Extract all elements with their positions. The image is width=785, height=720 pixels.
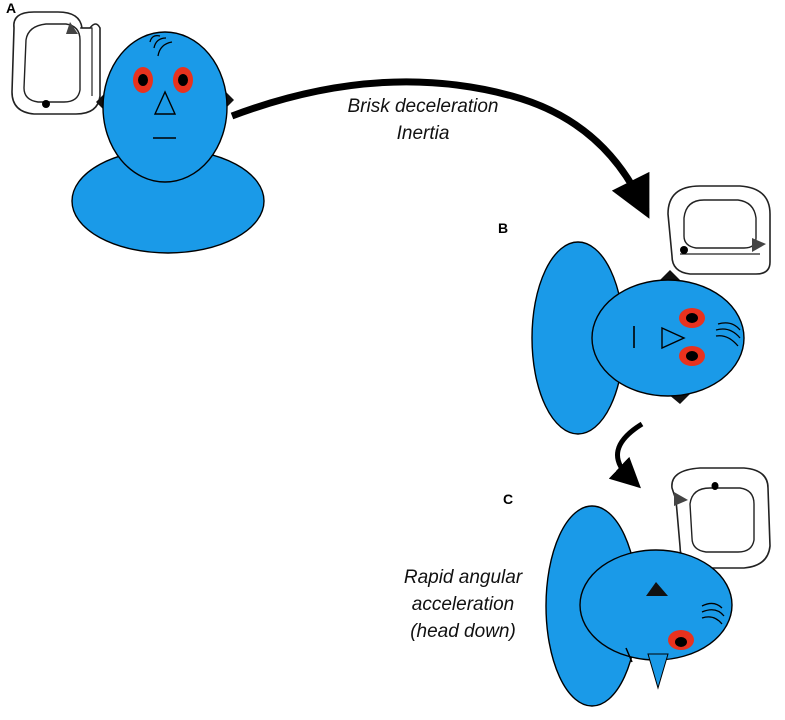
curved-arrow-icon-ab (230, 78, 650, 219)
caption-deceleration-line2: Inertia (396, 123, 450, 144)
caption-angular-line1: Rapid angular (403, 567, 523, 588)
caption-angular-line3: (head down) (410, 621, 516, 642)
inner-ear-icon-a (11, 11, 101, 115)
inner-ear-icon-b (667, 185, 771, 275)
panel-label-c: C (503, 491, 514, 507)
curved-arrow-icon-bc (608, 421, 644, 489)
panel-label-b: B (498, 220, 509, 236)
figure-b (531, 185, 771, 435)
caption-angular-line2: acceleration (411, 594, 515, 615)
caption-deceleration-line1: Brisk deceleration (347, 96, 499, 117)
figure-c (545, 467, 771, 707)
caption-deceleration: Brisk deceleration Inertia (318, 93, 528, 147)
figure-a (11, 11, 265, 254)
inner-ear-icon-c (671, 467, 771, 569)
panel-label-a: A (6, 0, 17, 16)
caption-angular: Rapid angular acceleration (head down) (378, 564, 548, 645)
